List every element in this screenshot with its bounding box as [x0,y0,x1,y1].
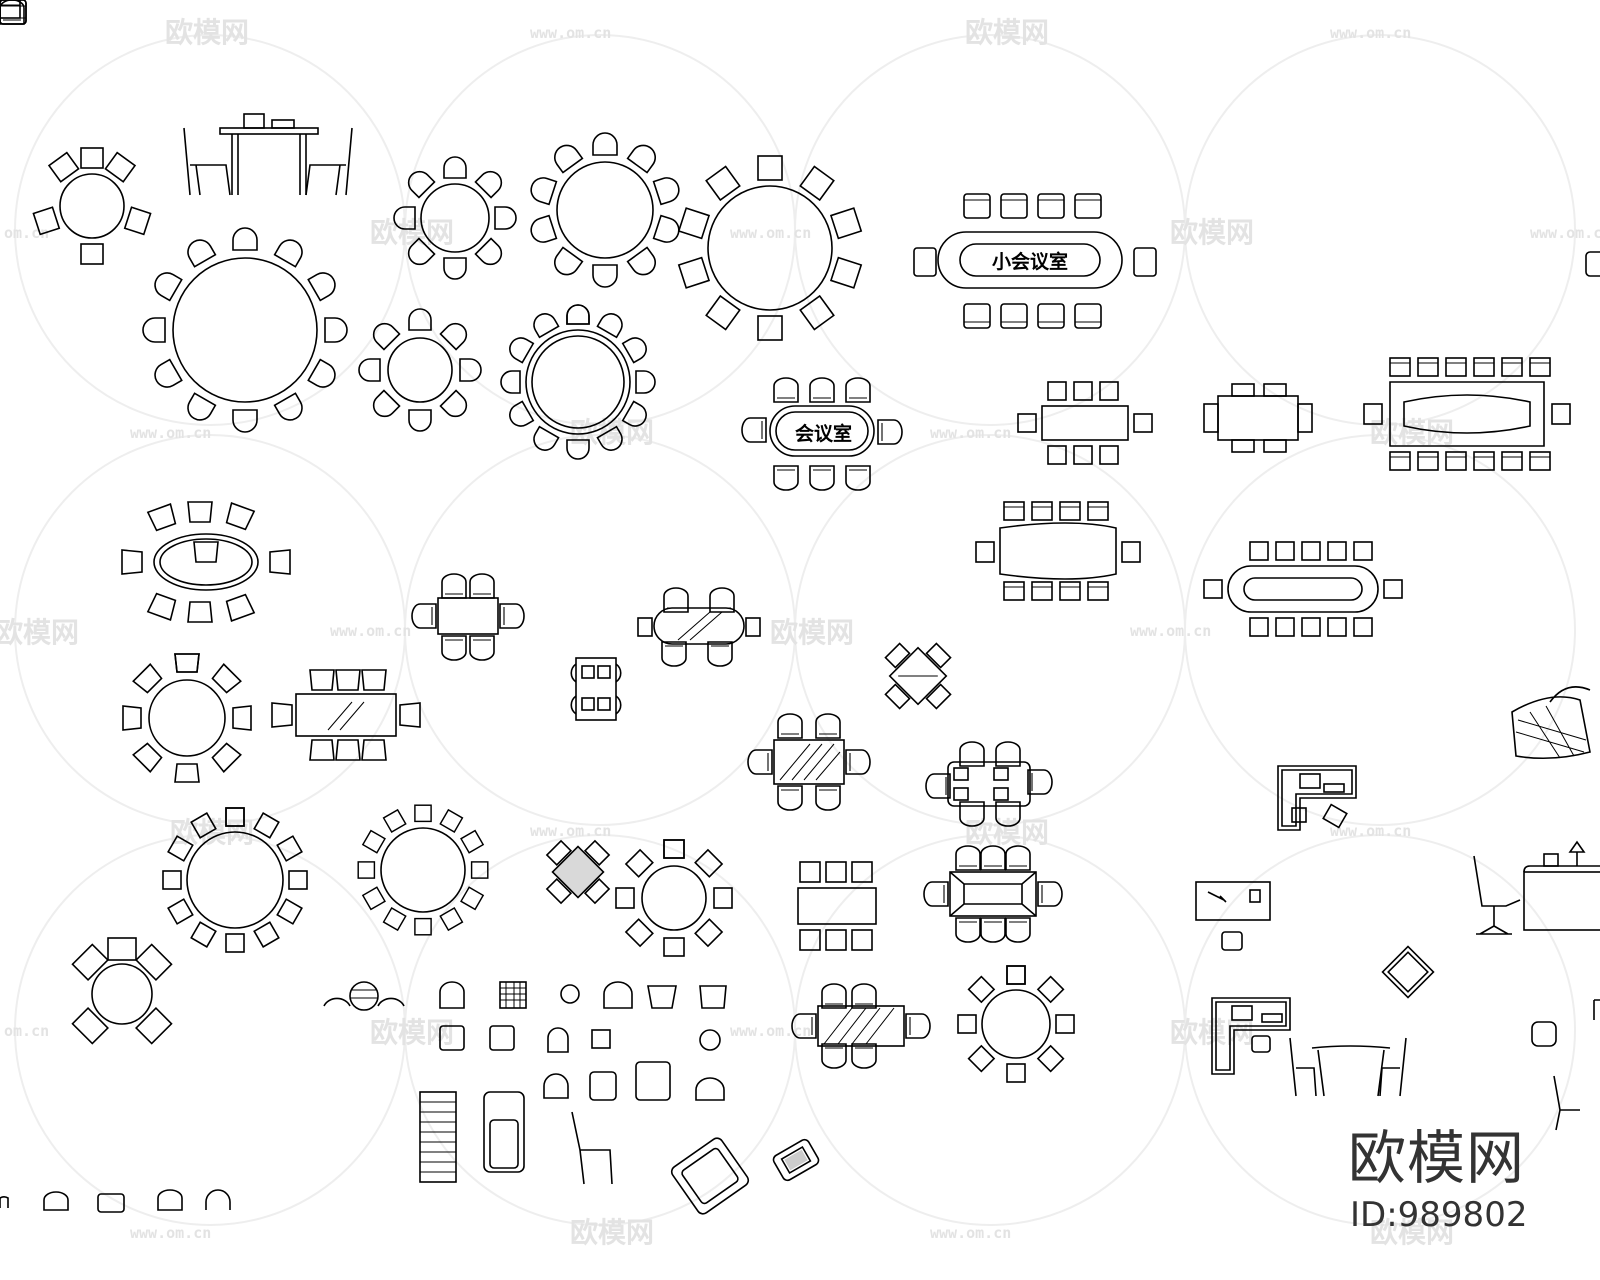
small-desk-with-chair [1195,881,1271,951]
watermark-url: www.om.cn [130,424,211,442]
watermark-url: www.om.cn [930,1224,1011,1242]
pyramid-table-8-chairs [923,845,1063,943]
rect-table-6-chairs-small [411,573,525,661]
round-table-elevation [1289,1037,1407,1097]
rect-table-4-chairs [1203,383,1313,453]
diamond-table [1381,945,1435,999]
round-table-8-chairs-c [957,965,1075,1083]
small-meeting-room-table: 小会议室 [0,0,1157,329]
watermark-urls: www.om.cn www.om.cn www.om.cn www.om.cn … [4,24,1600,1242]
round-table-12-chairs-double [500,304,656,460]
brand-id: ID:989802 [1350,1195,1527,1235]
round-table-12-chairs-c [357,804,489,936]
conference-table-12-chairs [0,0,1571,471]
watermark-url: www.om.cn [530,822,611,840]
watermark-logo: 欧模网 [770,616,854,649]
rect-table-6-square-chairs [797,861,877,951]
armchair-sketch [1511,686,1591,760]
round-table-10-chairs [527,132,683,288]
rotated-table-4-chairs-b [545,839,611,905]
watermark-url: www.om.cn [1330,822,1411,840]
round-table-12-chairs-b [162,807,308,953]
office-desk-l [1277,765,1357,831]
oval-table-10-chairs [121,501,291,623]
round-table-5-chairs [32,147,152,265]
watermark-partial: om.cn [4,1022,49,1040]
watermark-url: www.om.cn [930,424,1011,442]
watermark-logo: 欧模网 [570,1216,654,1249]
chair-partial-right [1593,999,1600,1020]
watermark-logo: 欧模网 [165,16,249,49]
hatched-table-8-chairs-b [791,983,931,1069]
watermark-url: www.om.cn [730,224,811,242]
trapezoid-table-10-chairs [975,501,1141,601]
racetrack-table-12-chairs [1203,541,1403,637]
watermark-logo: 欧模网 [1170,216,1254,249]
watermark-url: www.om.cn [330,622,411,640]
dining-table-elevation [183,113,353,196]
chair-elevation-right [1553,1075,1580,1131]
small-meeting-room-label: 小会议室 [992,250,1068,273]
round-table-8-chairs-small [358,308,482,432]
glass-table-6-chairs [637,587,761,667]
brand-block: 欧模网 ID:989802 [1348,1124,1527,1235]
glass-rect-table-8-chairs [271,669,421,761]
round-table-8-chairs-b [615,839,733,957]
watermark-url: www.om.cn [730,1022,811,1040]
round-table-8-diamond-chairs [122,653,252,783]
meeting-room-label: 会议室 [795,422,852,445]
watermark-arcs [14,34,1576,1226]
watermark-logo: 欧模网 [965,16,1049,49]
round-table-10-square-chairs [677,155,863,341]
round-table-12-chairs [142,227,348,433]
watermark-logos: 欧模网 欧模网 欧模网 欧模网 欧模网 欧模网 欧模网 欧模网 欧模网 欧模网 … [0,16,1454,1249]
watermark-url: www.om.cn [1130,622,1211,640]
office-desk-l-b [1211,997,1291,1075]
partial-chair [1585,251,1600,277]
watermark-logo: 欧模网 [1370,1216,1454,1249]
watermark-logo: 欧模网 [370,216,454,249]
reception-desk-elevation [1473,840,1600,935]
patterned-table-8-chairs [925,741,1053,827]
chair-catalog [323,981,820,1215]
watermark-url: www.om.cn [1530,224,1600,242]
rotated-table-4-chairs [884,642,952,710]
table-4-patterned-chairs [570,657,622,721]
watermark-logo: 欧模网 [0,616,79,649]
watermark-logo: 欧模网 [370,1016,454,1049]
small-chair-right [1531,1021,1557,1047]
small-chair-row [0,1189,231,1213]
watermark-url: www.om.cn [1330,24,1411,42]
watermark-logo: 欧模网 [965,816,1049,849]
brand-name: 欧模网 [1348,1124,1525,1192]
hatched-table-8-chairs [747,713,871,811]
watermark-url: www.om.cn [530,24,611,42]
round-table-4-diagonal-chairs [71,937,173,1045]
watermark-url: www.om.cn [130,1224,211,1242]
rect-table-6-chairs [1017,381,1153,465]
round-table-8-chairs [393,156,517,280]
